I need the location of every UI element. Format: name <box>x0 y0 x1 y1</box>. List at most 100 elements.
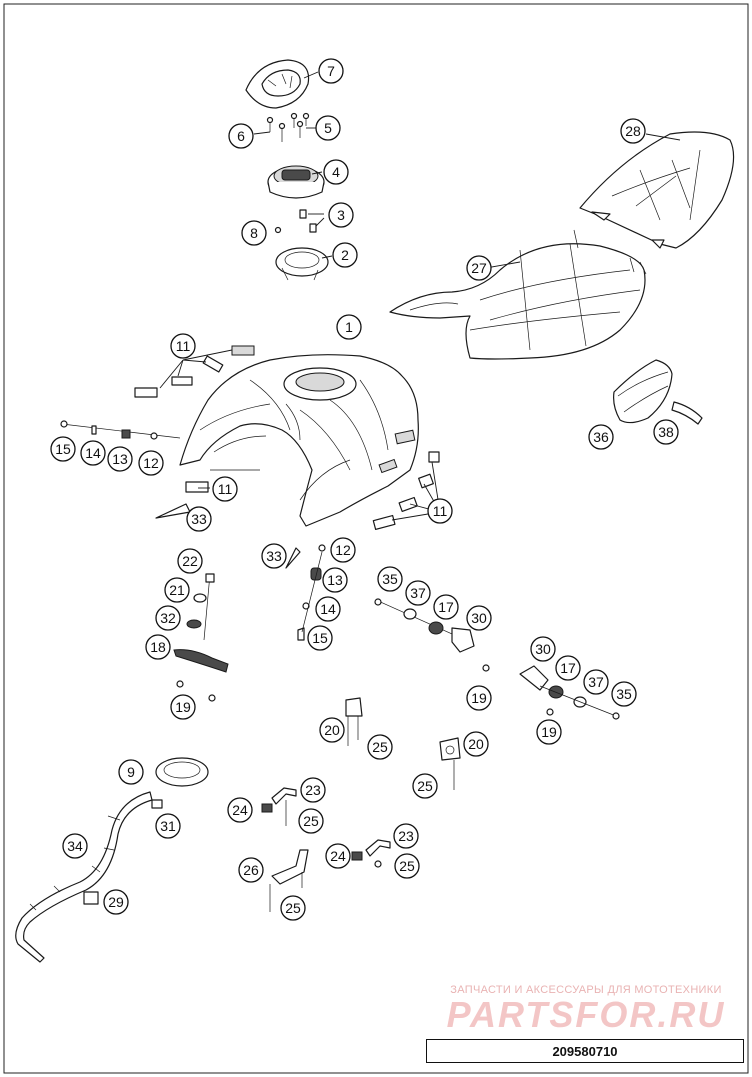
callout-circle <box>177 548 203 574</box>
callout-circle <box>186 506 212 532</box>
callout-circle <box>433 594 459 620</box>
callout-number: 8 <box>250 225 258 241</box>
callout-circle <box>80 440 106 466</box>
callout-15: 15 <box>50 436 76 462</box>
callout-30: 30 <box>530 636 556 662</box>
callout-number: 15 <box>55 441 71 457</box>
callout-circle <box>323 159 349 185</box>
callout-21: 21 <box>164 577 190 603</box>
bracket-23-upper <box>261 787 297 826</box>
callout-15: 15 <box>307 625 333 651</box>
callout-number: 37 <box>410 585 426 601</box>
callout-circle <box>319 717 345 743</box>
callout-number: 25 <box>372 739 388 755</box>
callout-circle <box>367 734 393 760</box>
fuel-tank <box>179 354 419 527</box>
callout-number: 5 <box>324 120 332 136</box>
clip <box>151 799 163 809</box>
callout-circle <box>328 202 354 228</box>
callout-28: 28 <box>620 118 646 144</box>
callout-18: 18 <box>145 634 171 660</box>
callout-number: 25 <box>303 813 319 829</box>
callout-31: 31 <box>155 813 181 839</box>
callout-19: 19 <box>170 694 196 720</box>
callout-circle <box>318 58 344 84</box>
callout-circle <box>322 567 348 593</box>
callout-number: 23 <box>305 782 321 798</box>
right-mount-bracket <box>374 598 490 672</box>
callout-circle <box>405 580 431 606</box>
callout-26: 26 <box>238 857 264 883</box>
callout-25: 25 <box>280 895 306 921</box>
callout-37: 37 <box>583 669 609 695</box>
callout-number: 27 <box>471 260 487 276</box>
callout-number: 19 <box>175 699 191 715</box>
decal-stickers <box>134 345 440 531</box>
center-bolt-stack <box>297 544 326 641</box>
callout-circle <box>466 685 492 711</box>
callout-17: 17 <box>433 594 459 620</box>
callout-30: 30 <box>466 605 492 631</box>
callout-circle <box>330 537 356 563</box>
callout-number: 35 <box>616 686 632 702</box>
callout-circle <box>280 895 306 921</box>
callout-32: 32 <box>155 605 181 631</box>
callout-circle <box>555 655 581 681</box>
callout-9: 9 <box>118 759 144 785</box>
callout-circle <box>228 123 254 149</box>
callout-circle <box>588 424 614 450</box>
callout-35: 35 <box>611 681 637 707</box>
callout-circle <box>261 543 287 569</box>
screw-pair <box>274 209 317 234</box>
callout-17: 17 <box>555 655 581 681</box>
callout-number: 24 <box>330 848 346 864</box>
callout-number: 33 <box>191 511 207 527</box>
callout-number: 20 <box>468 736 484 752</box>
callout-circle <box>227 797 253 823</box>
callout-circle <box>427 498 453 524</box>
callout-circle <box>325 843 351 869</box>
strap <box>671 401 703 425</box>
callout-5: 5 <box>315 115 341 141</box>
holder-left <box>345 697 363 746</box>
diagram-frame <box>3 3 749 1074</box>
callout-number: 30 <box>535 641 551 657</box>
callout-number: 30 <box>471 610 487 626</box>
reference-number-box: 209580710 <box>426 1039 744 1063</box>
seat-bag <box>613 359 673 424</box>
callout-circle <box>611 681 637 707</box>
callout-number: 36 <box>593 429 609 445</box>
callout-38: 38 <box>653 419 679 445</box>
callout-number: 17 <box>438 599 454 615</box>
callout-number: 34 <box>67 838 83 854</box>
callout-number: 32 <box>160 610 176 626</box>
callout-number: 11 <box>218 481 233 497</box>
callout-number: 19 <box>471 690 487 706</box>
callout-number: 14 <box>85 445 101 461</box>
callout-circle <box>238 857 264 883</box>
fuel-cap-cover <box>245 59 310 109</box>
callout-number: 7 <box>327 63 335 79</box>
callout-number: 31 <box>160 818 176 834</box>
bracket-26 <box>269 849 309 912</box>
callout-number: 14 <box>320 601 336 617</box>
callout-circle <box>241 220 267 246</box>
callout-circle <box>298 808 324 834</box>
callout-25: 25 <box>412 773 438 799</box>
callout-number: 11 <box>176 338 191 354</box>
callout-number: 11 <box>433 503 448 519</box>
callout-19: 19 <box>536 719 562 745</box>
callout-24: 24 <box>325 843 351 869</box>
callout-24: 24 <box>227 797 253 823</box>
callout-circle <box>466 255 492 281</box>
callout-25: 25 <box>367 734 393 760</box>
callout-number: 25 <box>285 900 301 916</box>
callout-12: 12 <box>138 450 164 476</box>
callout-number: 23 <box>398 828 414 844</box>
callout-circle <box>170 333 196 359</box>
callout-circle <box>62 833 88 859</box>
callout-37: 37 <box>405 580 431 606</box>
callout-23: 23 <box>393 823 419 849</box>
callout-number: 35 <box>382 571 398 587</box>
callout-circle <box>107 446 133 472</box>
